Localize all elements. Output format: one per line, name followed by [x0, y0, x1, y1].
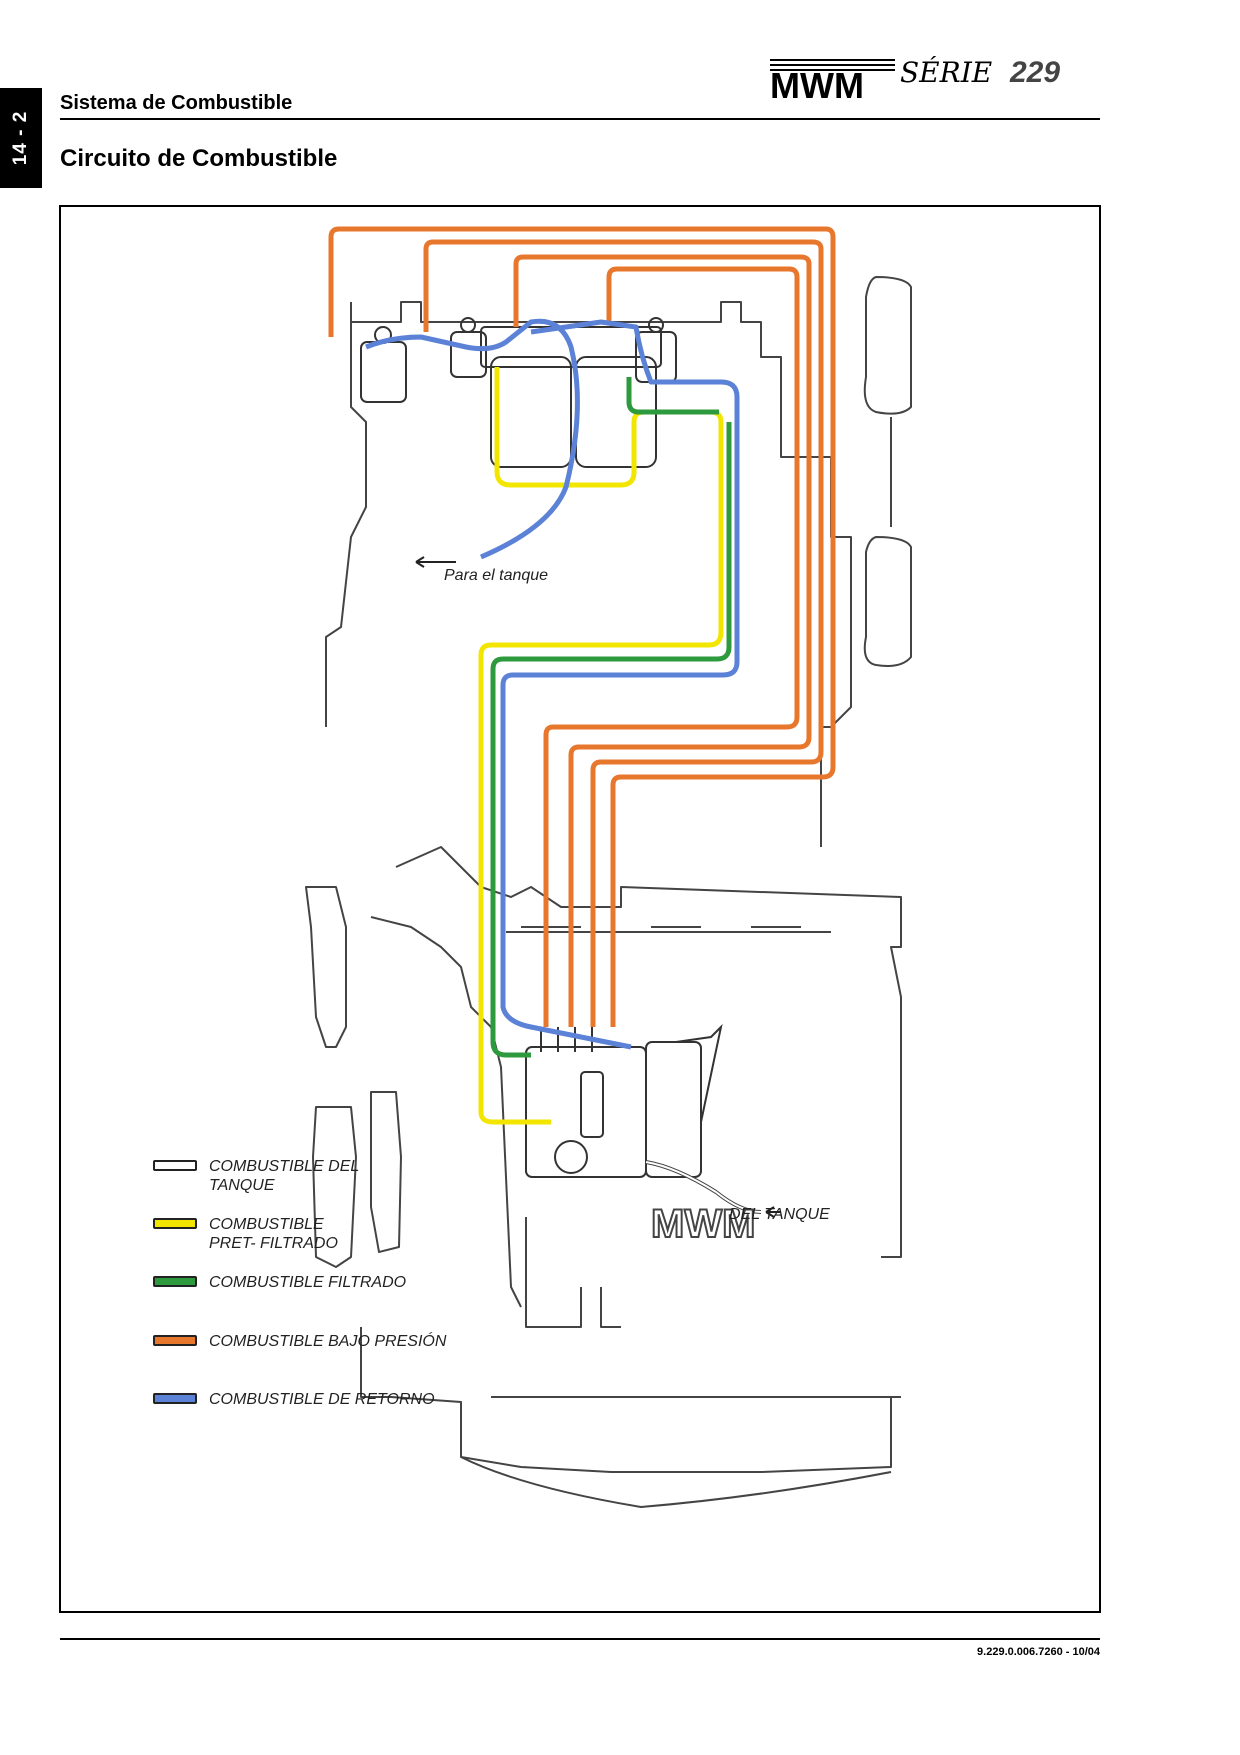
- legend-label: COMBUSTIBLE BAJO PRESIÓN: [209, 1333, 447, 1350]
- svg-text:MWM: MWM: [770, 65, 864, 106]
- legend-swatch: [153, 1218, 197, 1229]
- blue-lines: [365, 318, 740, 1050]
- from-tank-label: DEL TANQUE: [729, 1206, 830, 1223]
- legend-swatch: [153, 1160, 197, 1171]
- fuel-circuit-diagram: MWM: [305, 226, 912, 1508]
- engine-brand: MWM: [651, 1202, 755, 1246]
- mwm-serie-logo: MWM SÉRIE 229: [770, 52, 1100, 107]
- page-number-tab: 14 - 2: [0, 88, 42, 188]
- legend-label: COMBUSTIBLE DEL TANQUE: [209, 1158, 359, 1194]
- legend-label: COMBUSTIBLE DE RETORNO: [209, 1391, 435, 1408]
- svg-text:SÉRIE: SÉRIE: [900, 56, 992, 89]
- engine-outline: [305, 276, 912, 1508]
- svg-text:229: 229: [1009, 56, 1060, 89]
- from-tank-arrow: [765, 1206, 781, 1218]
- injection-pump: [525, 1023, 723, 1178]
- to-tank-label: Para el tanque: [444, 567, 549, 584]
- legend-label: COMBUSTIBLE FILTRADO: [209, 1274, 407, 1291]
- footer-rule: [60, 1638, 1100, 1640]
- section-title: Sistema de Combustible: [60, 92, 293, 114]
- legend-swatch: [153, 1276, 197, 1287]
- legend-label: COMBUSTIBLE PRET- FILTRADO: [209, 1216, 338, 1252]
- legend-swatch: [153, 1393, 197, 1404]
- orange-lines: [328, 226, 836, 1027]
- header-rule: [60, 118, 1100, 120]
- page-number: 14 - 2: [10, 110, 31, 166]
- green-line: [490, 377, 732, 1058]
- page-title: Circuito de Combustible: [60, 145, 338, 172]
- document-code: 9.229.0.006.7260 - 10/04: [977, 1646, 1100, 1658]
- diagram-frame: MWM Para el tanque DEL TANQUE COMBUSTIBL…: [59, 205, 1101, 1613]
- legend-swatch: [153, 1335, 197, 1346]
- to-tank-arrow: [415, 556, 456, 568]
